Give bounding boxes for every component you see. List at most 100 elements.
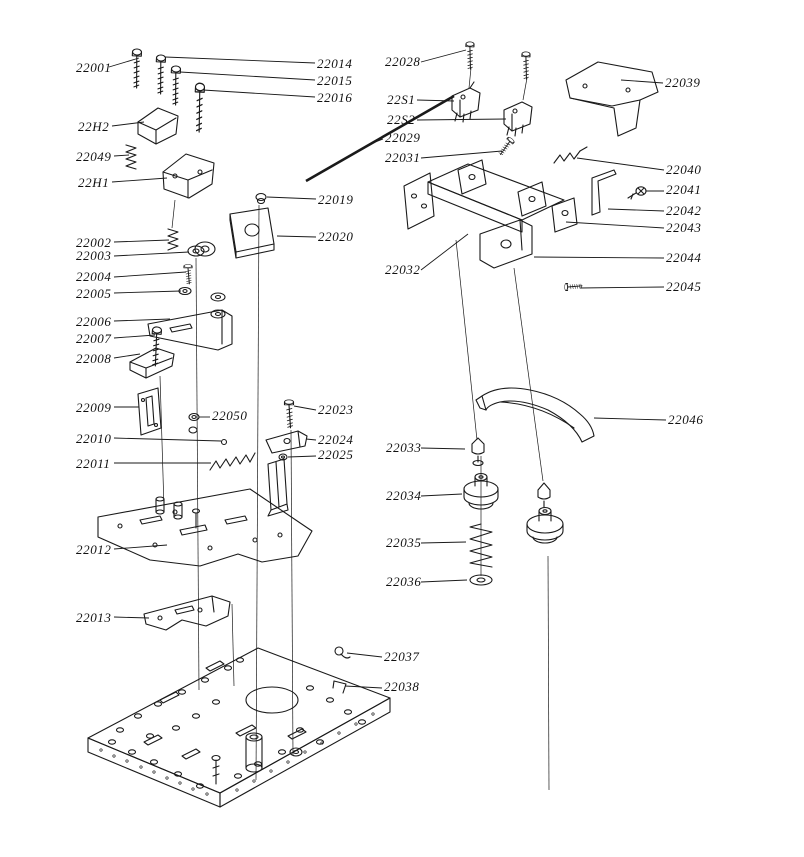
part-label-22044: 22044: [666, 250, 702, 265]
base-plate: [87, 647, 391, 808]
part-label-22003: 22003: [76, 248, 112, 263]
hook-22037: [334, 646, 351, 659]
spring-22002: [167, 228, 179, 251]
leader-line-22033: [420, 447, 466, 450]
part-label-22007: 22007: [76, 331, 112, 346]
part-label-22039: 22039: [665, 75, 701, 90]
ring-22025: [278, 453, 288, 461]
screw-22031: [496, 135, 516, 157]
cap-right-stack: [537, 482, 551, 508]
plate-22043: [551, 197, 578, 233]
bracket-22008: [129, 347, 175, 379]
leader-line-22S1: [416, 99, 455, 102]
leader-line-22035: [420, 541, 467, 544]
leader-line-22019: [266, 196, 317, 200]
bracket-22006: [147, 309, 233, 351]
bracket-22020: [229, 207, 275, 259]
bracket-22h2: [137, 107, 179, 145]
screw-22007: [148, 326, 163, 367]
leader-line-22046: [593, 417, 667, 421]
leader-line-22006: [113, 318, 171, 322]
part-label-22006: 22006: [76, 314, 112, 329]
part-label-22028: 22028: [385, 54, 421, 69]
leader-line-22023: [293, 405, 317, 411]
leader-line-22040: [576, 157, 665, 171]
frame-22032: [403, 159, 565, 233]
leader-line-22004: [113, 271, 187, 278]
leader-line-22037: [346, 652, 383, 658]
spring-22049: [125, 144, 137, 170]
part-label-22023: 22023: [318, 402, 354, 417]
part-label-22014: 22014: [317, 56, 353, 71]
leader-line-22003: [113, 251, 190, 257]
bracket-22044: [479, 219, 533, 269]
bracket-22042: [591, 169, 617, 216]
leader-line-22H1: [111, 177, 168, 183]
part-label-22050: 22050: [212, 408, 248, 423]
part-label-22029: 22029: [385, 130, 421, 145]
screw-22028-a: [464, 41, 475, 70]
screw-22014: [154, 54, 167, 95]
leader-line-22014: [164, 56, 316, 64]
switch-22s2: [503, 101, 533, 137]
washer-22036: [469, 574, 493, 586]
leader-line-22042: [607, 208, 665, 212]
leader-line-22007: [113, 334, 156, 339]
part-label-22034: 22034: [386, 488, 422, 503]
nut-22050: [188, 412, 200, 434]
plate-22012: [97, 488, 313, 567]
leader-line-22036: [420, 579, 468, 583]
part-label-22013: 22013: [76, 610, 112, 625]
part-label-22040: 22040: [666, 162, 702, 177]
part-label-22012: 22012: [76, 542, 112, 557]
leader-line-22016: [202, 89, 316, 98]
screw-22015: [169, 65, 182, 106]
part-label-22033: 22033: [386, 440, 422, 455]
cap-22033: [471, 437, 485, 467]
part-label-22036: 22036: [386, 574, 422, 589]
bracket-22013: [143, 595, 231, 631]
screw-22004: [183, 264, 193, 285]
spring-22035: [469, 523, 493, 568]
part-label-22035: 22035: [386, 535, 422, 550]
leader-line-22024: [305, 438, 317, 441]
part-label-22H2: 22H2: [78, 119, 109, 134]
leader-line-22031: [420, 150, 503, 159]
part-label-22001: 22001: [76, 60, 112, 75]
part-label-22S2: 22S2: [387, 112, 415, 127]
bracket-22009: [137, 387, 162, 436]
part-label-22032: 22032: [385, 262, 421, 277]
leader-line-22S2: [416, 118, 507, 121]
leader-line-22049: [113, 154, 130, 157]
switch-22s1: [451, 81, 481, 123]
leader-line-22039: [620, 79, 664, 84]
part-label-22015: 22015: [317, 73, 353, 88]
leader-line-22005: [113, 290, 182, 294]
part-label-22045: 22045: [666, 279, 702, 294]
part-label-22002: 22002: [76, 235, 112, 250]
screw-22001: [130, 48, 143, 89]
spring-22011: [209, 452, 256, 471]
arm-22046: [475, 387, 595, 443]
clip-22038: [332, 680, 347, 694]
part-label-22041: 22041: [666, 182, 702, 197]
leader-line-22038: [344, 685, 383, 689]
part-label-22031: 22031: [385, 150, 421, 165]
bracket-post: [267, 458, 289, 517]
leader-line-22008: [113, 353, 141, 359]
construction-lines: [159, 67, 550, 791]
part-label-22H1: 22H1: [78, 175, 109, 190]
washer-pair: [210, 292, 226, 319]
part-label-22009: 22009: [76, 400, 112, 415]
part-label-22004: 22004: [76, 269, 112, 284]
washer-22003: [187, 245, 205, 257]
pulley-right-stack: [526, 506, 564, 544]
leader-line-22002: [113, 239, 170, 243]
leader-line-22012: [113, 544, 168, 550]
screw-22023: [283, 399, 295, 429]
part-label-22020: 22020: [318, 229, 354, 244]
part-label-22024: 22024: [318, 432, 354, 447]
leader-line-22010: [113, 437, 222, 442]
